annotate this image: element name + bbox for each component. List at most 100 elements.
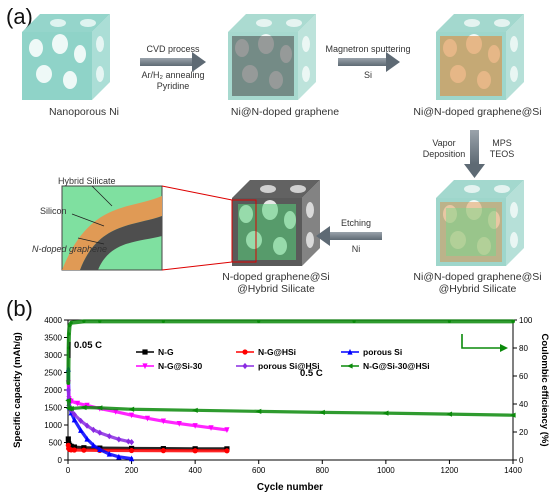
step-pyridine-label: Pyridine [156,81,190,91]
point-porous-si [128,455,135,462]
point-n-g [68,443,74,449]
ce-point [98,319,102,323]
point-porous-si-hsi [106,433,112,440]
ce-point [66,381,70,385]
point-n-g-hsi [224,448,230,454]
step-mps-label: MPS [492,138,512,148]
step-cvd-label: CVD process [146,44,200,54]
point-porous-si-hsi [97,429,103,436]
y-tick-label: 500 [49,439,63,448]
legend-label-porous-si-hsi: porous Si@HSi [258,361,320,371]
y-tick-label: 4000 [44,316,62,325]
y-tick-label: 2500 [44,369,62,378]
step-ni-label: Ni [351,244,361,254]
point-n-g-si-30-hsi [65,397,71,404]
y-tick-label: 3500 [44,334,62,343]
y-tick-label: 0 [58,456,63,465]
point-porous-si-hsi [90,426,97,433]
point-n-g-si-30 [113,409,119,415]
x-tick-label: 1400 [504,466,522,475]
point-n-g-si-30-hsi [255,408,262,414]
y2-tick-label: 20 [519,428,528,437]
point-porous-si [116,453,122,460]
panel-a-label: (a) [6,4,33,29]
ce-point [67,332,71,336]
point-n-g-si-30 [74,400,81,407]
y-tick-label: 3000 [44,351,62,360]
point-n-g [65,436,71,442]
point-n-g-si-30-hsi [96,405,103,411]
step-si-label: Si [363,70,372,80]
caption-ni-graphene-si: Ni@N-doped graphene@Si [413,106,542,118]
step-vapor-label: Vapor [432,138,456,148]
ce-point [447,319,452,323]
point-n-g-si-30 [84,402,90,409]
legend-label-n-g-si-30: N-G@Si-30 [158,361,202,371]
point-n-g-si-30-hsi [382,410,389,416]
point-n-g [71,444,77,450]
point-porous-si-hsi [71,411,77,418]
point-n-g-si-30-hsi [192,407,198,413]
legend-label-n-g-si-30-hsi: N-G@Si-30@HSi [363,361,430,371]
point-n-g-si-30 [160,418,166,425]
ce-point [352,319,356,323]
caption-hybrid-line1: Ni@N-doped graphene@Si [413,271,542,283]
cube-ni-graphene-si-hybrid [436,180,524,266]
y-tick-label: 2000 [44,386,62,395]
y2-tick-label: 40 [519,400,528,409]
legend-label-n-g-hsi: N-G@HSi [258,347,296,357]
point-porous-si-hsi [65,386,71,394]
step-etching-label: Etching [340,218,372,228]
step-sputtering-label: Magnetron sputtering [325,44,411,54]
arrow-sputtering [338,52,400,72]
legend-marker-porous-si-hsi [242,362,248,370]
point-porous-si-hsi [78,417,84,424]
point-n-g-si-30-hsi [128,406,135,412]
legend-marker-porous-si [347,348,353,355]
legend-marker-n-g-hsi [242,349,248,355]
ce-axis-arrow [461,334,508,352]
ce-point [161,319,165,323]
point-n-g-si-30 [224,427,230,433]
point-n-g-si-30 [128,412,135,419]
point-n-g-hsi [128,447,135,454]
caption-final-line1: N-doped graphene@Si [222,271,330,283]
x-tick-label: 200 [125,466,139,475]
inset-silicon-label: Silicon [40,206,67,216]
panel-b-label: (b) [6,296,33,321]
x-tick-label: 400 [188,466,202,475]
process-schematic [22,14,524,271]
point-porous-si [97,446,103,453]
legend-label-porous-si: porous Si [363,347,402,357]
ce-point [82,319,86,323]
ce-point [511,319,515,323]
legend-label-n-g: N-G [158,347,174,357]
point-porous-si [106,450,112,457]
point-n-g-si-30 [144,415,151,422]
annotation-0.5c: 0.5 C [300,368,323,379]
inset-hybrid-silicate-label: Hybrid Silicate [58,176,116,186]
point-n-g-hsi [160,448,166,454]
step-teos-label: TEOS [489,149,515,159]
point-n-g-si-30-hsi [446,411,453,417]
inset-n-doped-graphene-label: N-doped graphene [32,244,108,254]
arrow-vapor-deposition [464,130,485,178]
x-tick-label: 600 [252,466,266,475]
ce-point [67,346,71,350]
point-n-g-hsi [71,447,77,453]
point-n-g-hsi [81,447,87,453]
point-n-g-si-30 [192,423,198,429]
point-porous-si [90,442,97,448]
y2-tick-label: 0 [519,456,524,465]
y-tick-label: 1000 [44,421,62,430]
y2-tick-label: 60 [519,372,528,381]
caption-ni-graphene: Ni@N-doped graphene [230,106,340,118]
cube-nanoporous-ni [22,14,110,100]
point-n-g-si-30-hsi [68,405,74,412]
series-line-coulombic-efficiency [66,319,515,385]
arrow-cvd [140,52,206,72]
y2-tick-label: 80 [519,344,528,353]
inset-cross-section [61,185,257,271]
cube-graphene-si-hybrid [232,180,320,266]
